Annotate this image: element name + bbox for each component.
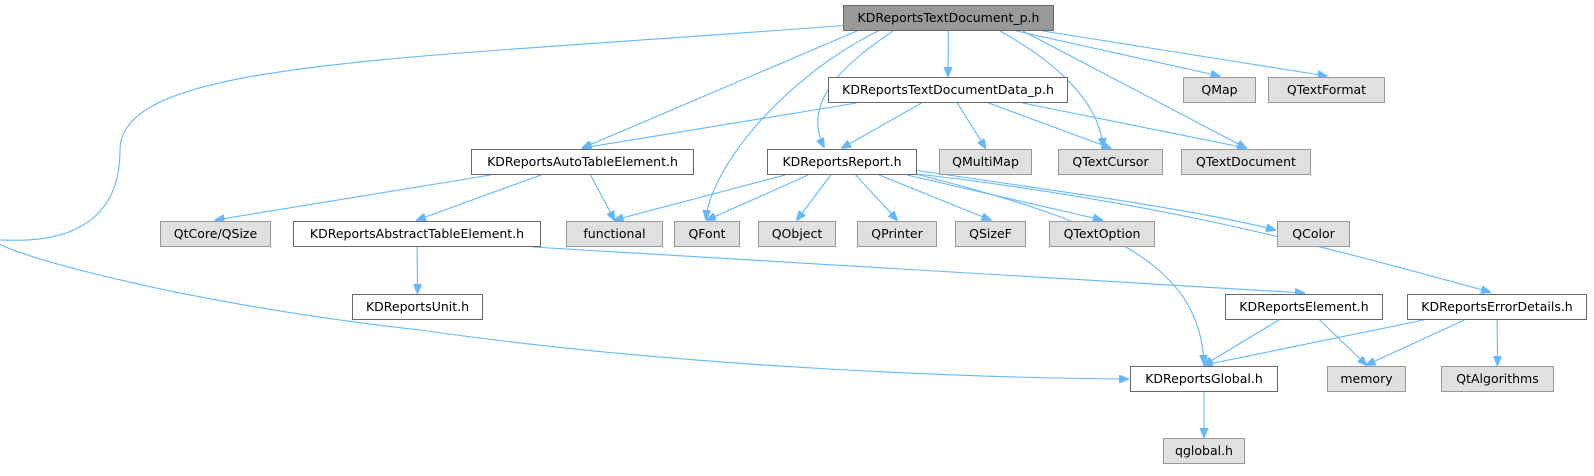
node-kdreports-global-h[interactable]: KDReportsGlobal.h [1130,366,1278,392]
node-qglobal-h[interactable]: qglobal.h [1163,438,1245,464]
edge-root-to-qtextformat [1042,30,1327,76]
node-qtextdocument[interactable]: QTextDocument [1181,149,1311,175]
node-qtalgorithms[interactable]: QtAlgorithms [1441,366,1554,392]
node-qfont[interactable]: QFont [674,221,740,247]
edge-root-to-qmap [1016,30,1219,76]
node-kdreports-text-document-data-p-h[interactable]: KDReportsTextDocumentData_p.h [828,77,1068,103]
edges-layer [0,24,1497,437]
node-kdreports-report-h[interactable]: KDReportsReport.h [767,149,917,175]
edge-textdocdata-to-qtextdocument [1022,102,1247,148]
node-qsizef[interactable]: QSizeF [955,221,1026,247]
edge-element-to-global [1204,319,1280,365]
node-qtcore-qsize[interactable]: QtCore/QSize [160,221,271,247]
edge-report-to-qprinter [855,174,897,220]
node-memory[interactable]: memory [1327,366,1406,392]
edge-report-to-qtextoption [906,174,1102,220]
edge-root-to-global [0,24,1128,379]
edge-errordetails-to-memory [1367,319,1465,365]
node-qmap[interactable]: QMap [1183,77,1256,103]
edge-root-to-qtextcursor [999,30,1103,147]
edge-autotable-to-functional [590,174,615,220]
edge-report-to-qcolor [899,167,1275,230]
node-qtextcursor[interactable]: QTextCursor [1058,149,1163,175]
node-kdreports-auto-table-element-h[interactable]: KDReportsAutoTableElement.h [471,149,694,175]
edge-element-to-memory [1319,319,1367,365]
edge-report-to-functional [615,174,786,220]
node-qcolor[interactable]: QColor [1277,221,1350,247]
edge-root-to-qfont [706,30,879,219]
node-kdreports-unit-h[interactable]: KDReportsUnit.h [352,294,483,320]
node-kdreports-abstract-table-element-h[interactable]: KDReportsAbstractTableElement.h [293,221,541,247]
edge-textdocdata-to-report [842,102,922,148]
edge-autotable-to-qsize [216,174,491,220]
node-qmultimap[interactable]: QMultiMap [939,149,1032,175]
edge-report-to-qobject [797,174,832,220]
edge-report-to-errordetails [899,171,1490,292]
node-qobject[interactable]: QObject [758,221,836,247]
node-qtextoption[interactable]: QTextOption [1049,221,1155,247]
edge-textdocdata-to-autotable [583,102,857,148]
edge-root-to-autotable [583,30,858,148]
edge-report-to-qfont [707,174,809,220]
edge-root-to-qtextdocument [1022,30,1246,148]
edge-abstracttable-to-element [532,246,1304,293]
node-qtextformat[interactable]: QTextFormat [1268,77,1385,103]
edge-textdocdata-to-qtextcursor [988,102,1111,148]
node-kdreports-text-document-p-h[interactable]: KDReportsTextDocument_p.h [843,5,1054,31]
edge-report-to-qsizef [878,174,990,220]
node-functional[interactable]: functional [566,221,663,247]
node-qprinter[interactable]: QPrinter [857,221,937,247]
edge-textdocdata-to-qmultimap [956,102,985,148]
node-kdreports-error-details-h[interactable]: KDReportsErrorDetails.h [1407,294,1587,320]
edge-errordetails-to-global [1204,319,1424,365]
node-kdreports-element-h[interactable]: KDReportsElement.h [1225,294,1383,320]
edge-autotable-to-abstracttable [417,174,542,220]
edge-report-to-global [899,169,1204,364]
